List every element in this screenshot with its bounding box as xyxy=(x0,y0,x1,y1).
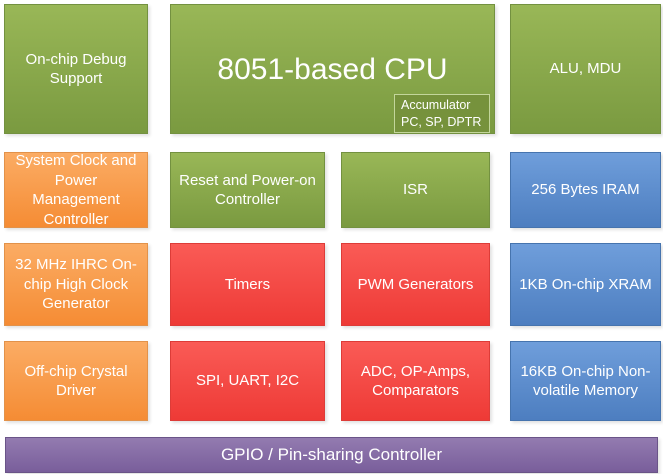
block-serial-interfaces: SPI, UART, I2C xyxy=(170,341,325,421)
block-xram-label: 1KB On-chip XRAM xyxy=(519,275,652,293)
block-nvm-label: 16KB On-chip Non-volatile Memory xyxy=(520,362,651,400)
block-serial-interfaces-label: SPI, UART, I2C xyxy=(195,372,300,390)
block-system-clock-label: System Clock and Power Management Contro… xyxy=(15,152,137,228)
block-pwm-generators-label: PWM Generators xyxy=(357,275,474,293)
block-debug-support: On-chip Debug Support xyxy=(4,4,148,134)
block-crystal-driver-label: Off-chip Crystal Driver xyxy=(24,362,128,400)
block-reset-controller-label: Reset and Power-on Controller xyxy=(179,171,316,209)
cpu-registers-line2: PC, SP, DPTR xyxy=(401,114,482,129)
block-cpu-label: 8051-based CPU xyxy=(217,52,448,86)
block-isr-label: ISR xyxy=(402,181,428,199)
cpu-registers-line1: Accumulator xyxy=(401,97,471,112)
block-isr: ISR xyxy=(341,152,490,228)
block-alu-mdu-label: ALU, MDU xyxy=(549,60,622,78)
block-crystal-driver: Off-chip Crystal Driver xyxy=(4,341,148,421)
block-debug-support-label: On-chip Debug Support xyxy=(25,50,127,88)
block-nvm: 16KB On-chip Non-volatile Memory xyxy=(510,341,661,421)
block-cpu: 8051-based CPU xyxy=(170,4,495,134)
block-iram: 256 Bytes IRAM xyxy=(510,152,661,228)
block-gpio-controller-label: GPIO / Pin-sharing Controller xyxy=(220,444,443,464)
block-gpio-controller: GPIO / Pin-sharing Controller xyxy=(5,437,658,473)
block-pwm-generators: PWM Generators xyxy=(341,243,490,326)
block-iram-label: 256 Bytes IRAM xyxy=(531,181,640,199)
block-cpu-registers: Accumulator PC, SP, DPTR xyxy=(394,94,490,133)
block-xram: 1KB On-chip XRAM xyxy=(510,243,661,326)
block-timers: Timers xyxy=(170,243,325,326)
block-alu-mdu: ALU, MDU xyxy=(510,4,661,134)
block-ihrc-generator: 32 MHz IHRC On-chip High Clock Generator xyxy=(4,243,148,326)
block-ihrc-generator-label: 32 MHz IHRC On-chip High Clock Generator xyxy=(15,256,137,313)
block-reset-controller: Reset and Power-on Controller xyxy=(170,152,325,228)
block-system-clock: System Clock and Power Management Contro… xyxy=(4,152,148,228)
block-analog-peripherals: ADC, OP-Amps, Comparators xyxy=(341,341,490,421)
block-timers-label: Timers xyxy=(224,275,271,293)
block-analog-peripherals-label: ADC, OP-Amps, Comparators xyxy=(360,362,471,400)
